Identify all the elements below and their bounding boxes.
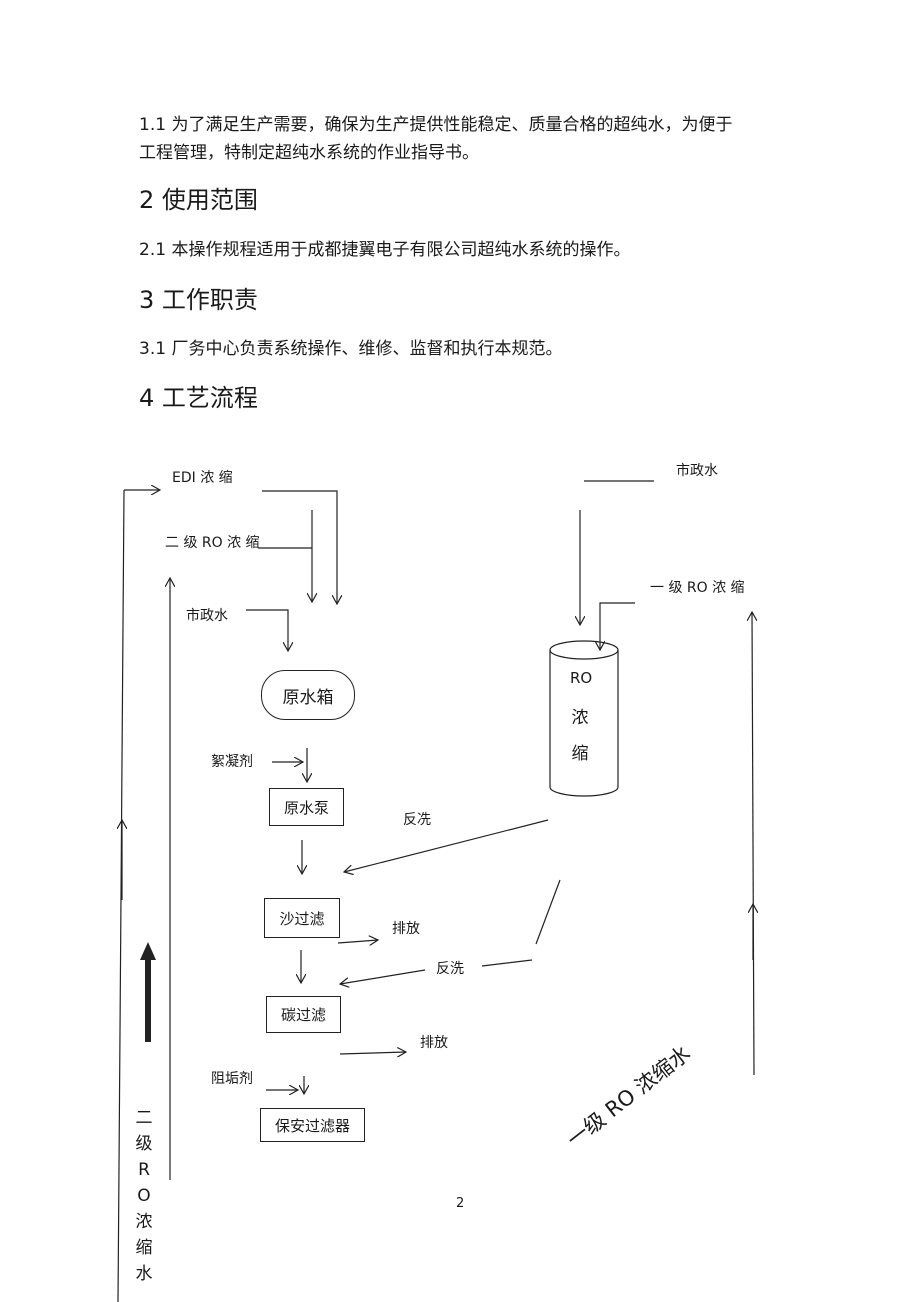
ro2-concentrate-label: 二 级 RO 浓 缩	[165, 535, 260, 551]
ro2-water-char-5: 浓	[135, 1212, 153, 1232]
discharge-1-label: 排放	[392, 921, 420, 937]
edi-concentrate-label: EDI 浓 缩	[172, 470, 233, 486]
backwash-2-line	[535, 879, 561, 945]
para-3-1: 3.1 厂务中心负责系统操作、维修、监督和执行本规范。	[139, 339, 563, 359]
backwash-1-label: 反冼	[403, 812, 431, 828]
sand-filter-label: 沙过滤	[279, 909, 325, 928]
para-1-1-line1: 1.1 为了满足生产需要，确保为生产提供性能稳定、质量合格的超纯水，为便于	[139, 115, 733, 135]
ro-tank-top	[549, 640, 619, 660]
raw-water-pump-label: 原水泵	[283, 798, 329, 817]
security-filter-label: 保安过滤器	[274, 1116, 350, 1135]
raw-water-tank-label: 原水箱	[282, 687, 334, 708]
municipal-water-left-label: 市政水	[186, 608, 228, 624]
raw-water-tank: 原水箱	[261, 670, 355, 720]
discharge-2-label: 排放	[420, 1035, 448, 1051]
para-2-1: 2.1 本操作规程适用于成都捷翼电子有限公司超纯水系统的操作。	[139, 240, 631, 260]
backwash-2-arrow	[340, 969, 426, 984]
ro-tank-label-3: 缩	[571, 744, 589, 764]
ro1-flow	[600, 602, 635, 650]
carbon-discharge-arrow	[339, 1052, 406, 1054]
ro2-water-char-7: 水	[135, 1264, 153, 1284]
ro2-water-char-4: O	[137, 1186, 151, 1206]
ro2-water-char-2: 级	[135, 1134, 153, 1154]
ro-tank-body	[549, 650, 619, 797]
ro2-water-char-3: R	[138, 1160, 150, 1180]
section-4-heading: 4 工艺流程	[139, 384, 258, 412]
section-2-heading: 2 使用范围	[139, 186, 258, 214]
backwash-2-label: 反洗	[436, 961, 464, 977]
edi-flow	[262, 490, 337, 604]
ro-tank-label-1: RO	[570, 669, 593, 687]
municipal-left-flow	[246, 609, 288, 651]
backwash-1-arrow	[344, 819, 549, 872]
para-1-1-line2: 工程管理，特制定超纯水系统的作业指导书。	[139, 143, 479, 163]
ro1-concentrate-label: 一 级 RO 浓 缩	[650, 580, 745, 596]
antiscalant-label: 阻垢剂	[211, 1071, 253, 1087]
left-return-line	[117, 489, 125, 1302]
carbon-filter-label: 碳过滤	[280, 1006, 326, 1024]
right-return-line	[752, 612, 754, 1076]
ro2-water-char-6: 缩	[135, 1238, 153, 1258]
raw-water-pump: 原水泵	[269, 788, 344, 826]
municipal-water-right-label: 市政水	[676, 463, 718, 479]
carbon-filter: 碳过滤	[266, 996, 341, 1033]
section-3-heading: 3 工作职责	[139, 286, 258, 314]
sand-discharge-arrow	[337, 940, 378, 943]
security-filter: 保安过滤器	[260, 1108, 365, 1142]
flocculant-label: 絮凝剂	[211, 754, 253, 770]
ro2-water-char-1: 二	[135, 1108, 153, 1128]
bold-up-arrow-head	[140, 942, 156, 960]
ro-tank-label-2: 浓	[571, 708, 589, 728]
page-number: 2	[456, 1196, 465, 1211]
sand-filter: 沙过滤	[264, 898, 340, 938]
backwash-2-line-b	[481, 959, 533, 967]
